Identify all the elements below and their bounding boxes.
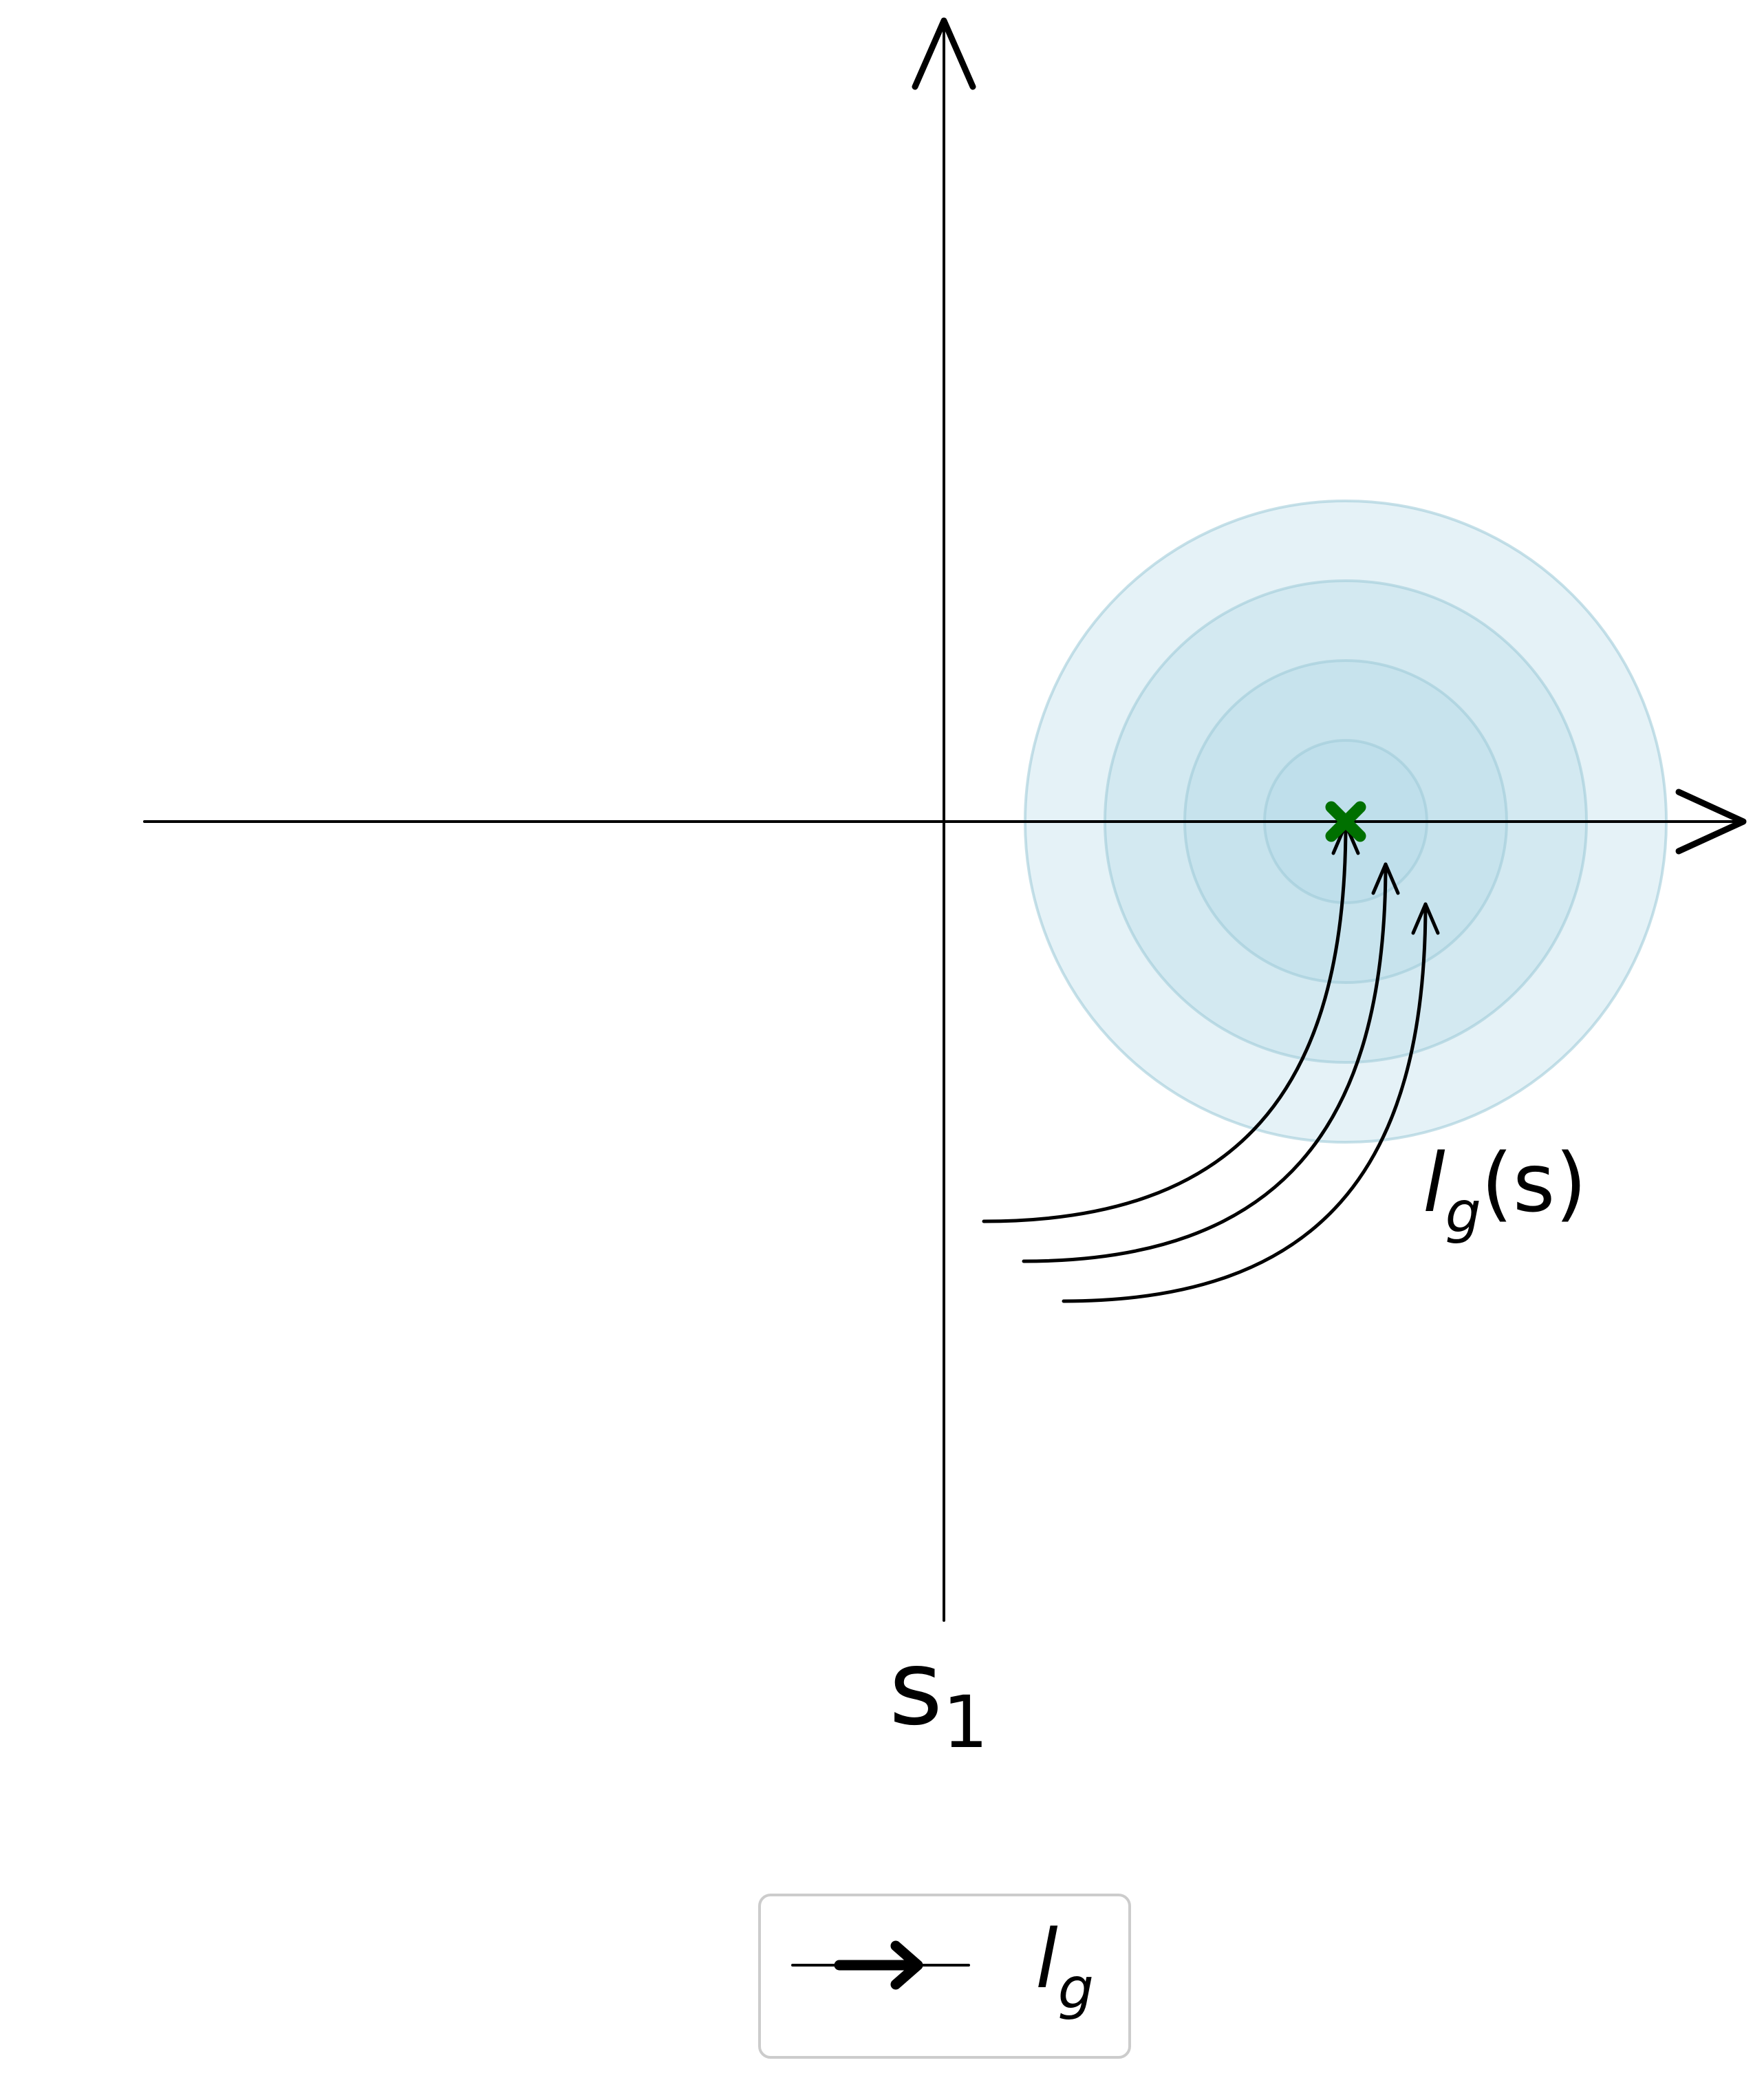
- target-marker: [1325, 801, 1366, 842]
- flow-line-2-arrowhead: [1371, 862, 1400, 895]
- legend-arrow-icon: [791, 1940, 970, 1990]
- origin-label-sub: 1: [943, 1680, 988, 1764]
- legend-label-sub: g: [1058, 1956, 1094, 2022]
- origin-label: s1: [889, 1629, 988, 1764]
- curve-label-sub: g: [1445, 1180, 1481, 1245]
- legend-label: lg: [1035, 1911, 1094, 2022]
- legend: lg: [758, 1894, 1131, 2059]
- vertical-axis-arrowhead: [912, 17, 976, 90]
- flow-line-3: [1062, 902, 1428, 1303]
- legend-box: [758, 1894, 1131, 2059]
- legend-label-base: l: [1035, 1911, 1058, 2006]
- curve-label-arg: (s): [1481, 1135, 1587, 1230]
- curve-label: lg(s): [1423, 1135, 1586, 1245]
- horizontal-axis-arrowhead: [1675, 789, 1747, 855]
- flow-line-2: [1022, 862, 1388, 1263]
- flow-line-1: [982, 822, 1348, 1223]
- flow-line-3-arrowhead: [1411, 902, 1440, 935]
- axes: [143, 17, 1747, 1622]
- origin-label-base: s: [889, 1629, 943, 1748]
- curve-label-base: l: [1423, 1135, 1445, 1230]
